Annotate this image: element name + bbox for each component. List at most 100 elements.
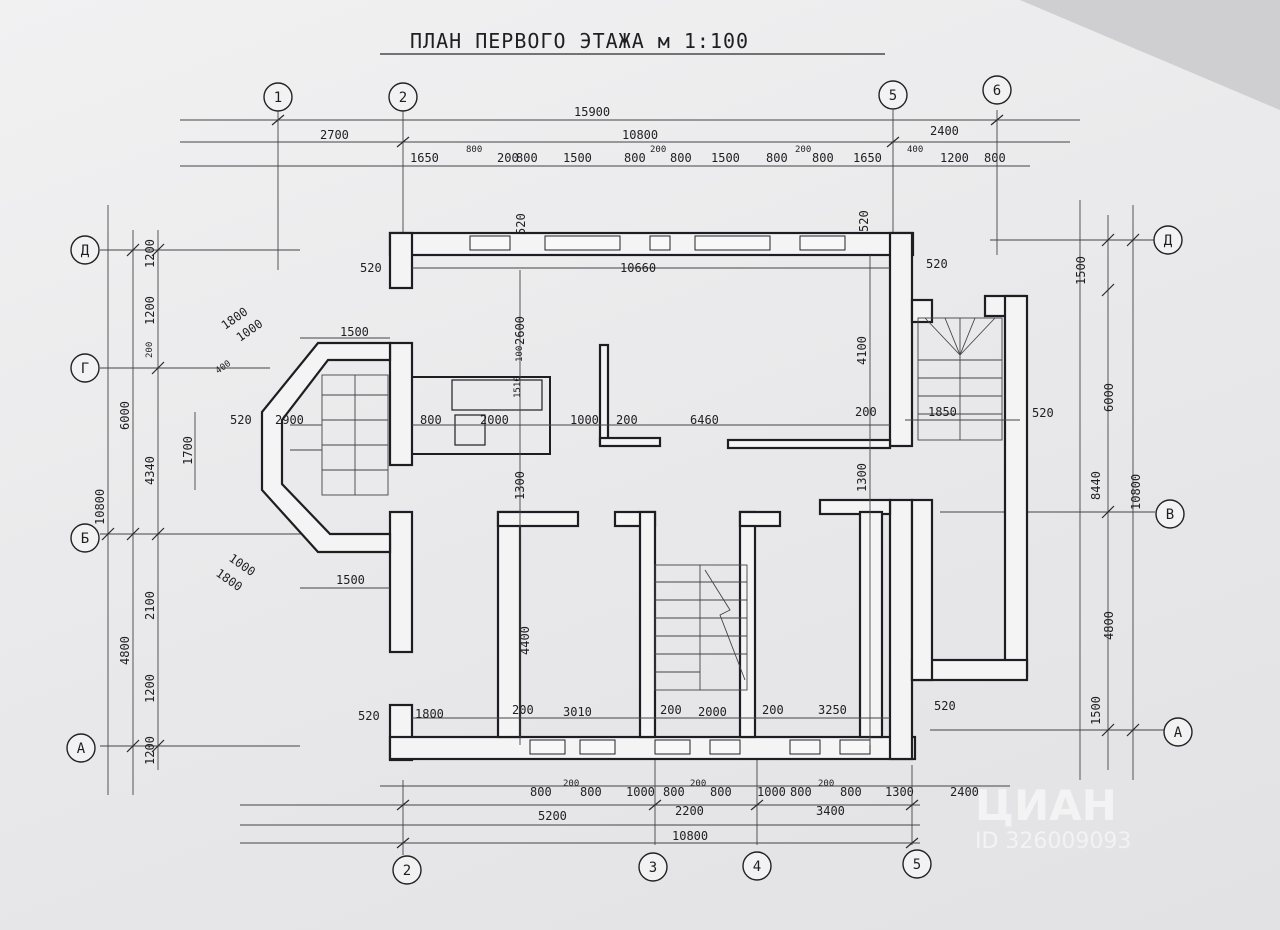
dim-top-seg-9: 800	[766, 151, 788, 165]
dim-h-100: 100	[515, 346, 525, 362]
dim-wall-520-d: 520	[358, 709, 380, 723]
top-dimension-lines	[180, 114, 1080, 167]
interior-walls	[411, 343, 892, 739]
dim-2000: 2000	[480, 413, 509, 427]
dim-top-seg-7: 800	[670, 151, 692, 165]
dim-wall-520-c: 520	[1032, 406, 1054, 420]
dim-bottom-2200: 2200	[675, 804, 704, 818]
dim-top-2700: 2700	[320, 128, 349, 142]
dim-left-1200b: 1200	[143, 736, 157, 765]
sheet-corner	[1020, 0, 1280, 110]
axis-top-2-circle	[878, 80, 908, 110]
dim-top-seg-10: 200	[795, 145, 811, 155]
dim-top-seg-8: 1500	[711, 151, 740, 165]
dim-1300-b: 1300	[855, 463, 869, 492]
dim-right-overall: 10800	[1129, 474, 1143, 510]
dim-1800-bottom: 1800	[415, 707, 444, 721]
dim-left-1200a: 1200	[143, 674, 157, 703]
axis-left-2-label: Б	[81, 531, 89, 547]
watermark-id: ID 326009093	[975, 829, 1131, 854]
dim-bay-1700: 1700	[181, 436, 195, 465]
axis-left-3-circle	[66, 733, 96, 763]
axis-top-2-label: 5	[889, 88, 897, 104]
dim-left-overall: 10800	[93, 489, 107, 525]
dim-top-seg-13: 400	[907, 145, 923, 155]
dim-bay-400: 400	[214, 359, 233, 377]
axis-bottom-0-label: 2	[403, 863, 411, 879]
dim-200-c: 200	[512, 703, 534, 717]
dim-200-e: 200	[762, 703, 784, 717]
dim-left-6000: 6000	[118, 401, 132, 430]
right-stair	[917, 317, 1003, 441]
dim-4400: 4400	[518, 626, 532, 655]
dim-bottom-seg-12: 2400	[950, 785, 979, 799]
dim-right-8440: 8440	[1089, 471, 1103, 500]
dim-left-small-200: 200	[145, 342, 155, 358]
dim-wall-520-b: 520	[926, 257, 948, 271]
dim-top-seg-14: 1200	[940, 151, 969, 165]
axis-bottom-3-label: 5	[913, 857, 921, 873]
dim-800: 800	[420, 413, 442, 427]
dim-left-4800: 4800	[118, 636, 132, 665]
dim-h-2600: 2600	[513, 316, 527, 345]
axis-right-2-circle	[1163, 717, 1193, 747]
dim-top-seg-12: 1650	[853, 151, 882, 165]
dim-1300-a: 1300	[513, 471, 527, 500]
axis-left-0-circle	[70, 235, 100, 265]
axis-top-3-label: 6	[993, 83, 1001, 99]
axis-top-0-circle	[263, 82, 293, 112]
dim-top-seg-1: 800	[466, 145, 482, 155]
dim-bottom-seg-0: 800	[530, 785, 552, 799]
dim-1000: 1000	[570, 413, 599, 427]
dim-top-seg-15: 800	[984, 151, 1006, 165]
dim-left-4340: 4340	[143, 456, 157, 485]
axis-right-0-label: Д	[1164, 233, 1173, 249]
dim-bottom-seg-6: 800	[710, 785, 732, 799]
dim-bottom-seg-11: 1300	[885, 785, 914, 799]
dim-bottom-seg-9: 200	[818, 779, 834, 789]
axis-left-1-label: Г	[81, 361, 89, 377]
dim-bottom-seg-2: 800	[580, 785, 602, 799]
dim-top-seg-11: 800	[812, 151, 834, 165]
dim-bottom-seg-1: 200	[563, 779, 579, 789]
dim-bottom-seg-5: 200	[690, 779, 706, 789]
watermark-brand: ЦИАН	[975, 781, 1117, 830]
dim-right-1500a: 1500	[1074, 256, 1088, 285]
axis-left-3-label: А	[77, 741, 86, 757]
plan-title: ПЛАН ПЕРВОГО ЭТАЖА м 1:100	[410, 29, 749, 53]
dim-200-d: 200	[660, 703, 682, 717]
dim-right-4800: 4800	[1102, 611, 1116, 640]
left-dimension-lines	[101, 205, 165, 795]
axis-left-2-circle	[70, 523, 100, 553]
axis-bottom-2-label: 4	[753, 859, 761, 875]
axis-left-1-circle	[70, 353, 100, 383]
axis-right-1-label: В	[1166, 507, 1174, 523]
exterior-walls	[388, 231, 1029, 762]
dim-wall-520-e: 520	[934, 699, 956, 713]
dim-wall-520-a: 520	[360, 261, 382, 275]
right-dimension-lines	[1079, 200, 1140, 780]
axis-bottom-0-circle	[392, 855, 422, 885]
dim-wall-520-g: 520	[857, 210, 871, 232]
dim-bottom-seg-7: 1000	[757, 785, 786, 799]
dim-wall-520-f: 520	[514, 213, 528, 235]
dim-top-seg-5: 800	[624, 151, 646, 165]
dim-top-room-10660: 10660	[620, 261, 656, 275]
axis-right-0-circle	[1153, 225, 1183, 255]
dim-3250: 3250	[818, 703, 847, 717]
dim-right-6000: 6000	[1102, 383, 1116, 412]
axis-top-3-circle	[982, 75, 1012, 105]
dim-200-b: 200	[855, 405, 877, 419]
dim-top-seg-6: 200	[650, 145, 666, 155]
dim-stair-1500-bottom: 1500	[336, 573, 365, 587]
dim-top-10800: 10800	[622, 128, 658, 142]
dim-top-2400: 2400	[930, 124, 959, 138]
dim-bottom-seg-3: 1000	[626, 785, 655, 799]
dim-right-1500b: 1500	[1089, 696, 1103, 725]
dim-bay-520: 520	[230, 413, 252, 427]
